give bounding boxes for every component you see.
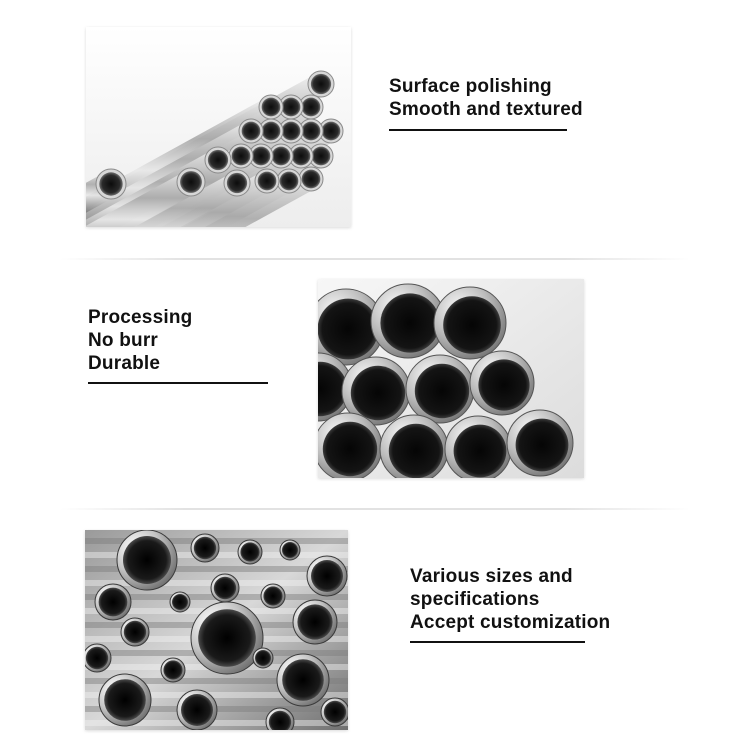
tube-hole [301, 97, 321, 117]
tube-hole [281, 97, 301, 117]
pipe-hole [163, 660, 183, 680]
pipe-hole [443, 296, 501, 354]
caption-line: Smooth and textured [389, 99, 583, 120]
tube-hole [231, 146, 251, 166]
tube-hole [281, 121, 301, 141]
tube-bundle-photo [86, 27, 351, 227]
tube-hole [301, 169, 321, 189]
pipe-hole [323, 700, 347, 724]
pipe-hole [213, 576, 237, 600]
pipe-hole [318, 298, 379, 360]
caption-line: specifications [410, 589, 540, 610]
caption-line: Accept customization [410, 612, 611, 633]
pipe-hole [172, 594, 188, 610]
caption-line: Various sizes and [410, 566, 573, 587]
pipe-hole [193, 536, 217, 560]
pipe-hole [380, 293, 440, 353]
pipe-hole [198, 609, 256, 667]
caption-line: Durable [88, 353, 161, 374]
tube-hole [311, 146, 331, 166]
tube-body [86, 168, 191, 227]
section-divider [60, 258, 690, 260]
sizes-caption: Various sizes and specifications Accept … [410, 565, 610, 634]
tube-hole [207, 149, 229, 171]
tube-hole [226, 172, 248, 194]
caption-underline [88, 382, 268, 384]
caption-line: Processing [88, 307, 193, 328]
tube-body [86, 147, 218, 227]
pipe-hole [85, 646, 109, 670]
caption-line: No burr [88, 330, 159, 351]
tube-hole [99, 172, 123, 196]
tube-hole [271, 146, 291, 166]
pipe-hole [297, 604, 333, 640]
tube-hole [261, 97, 281, 117]
tube-hole [310, 73, 332, 95]
caption-underline [389, 129, 567, 131]
pipe-hole [268, 710, 292, 730]
pipe-hole [322, 421, 378, 477]
pipe-hole [478, 359, 530, 411]
pipe-hole [318, 361, 348, 417]
pipe-hole [240, 542, 260, 562]
pipe-hole [515, 418, 569, 472]
pipe-stack-photo [318, 279, 584, 478]
pipe-hole [181, 694, 213, 726]
tube-hole [241, 121, 261, 141]
surface-caption: Surface polishing Smooth and textured [389, 75, 583, 121]
assorted-pipes-illustration [85, 530, 348, 730]
pipe-hole [255, 650, 271, 666]
pipe-hole [98, 587, 128, 617]
pipe-hole [104, 679, 146, 721]
processing-caption: Processing No burr Durable [88, 306, 192, 375]
pipe-hole [263, 586, 283, 606]
reflection-streak [85, 566, 348, 572]
tube-hole [321, 121, 341, 141]
caption-underline [410, 641, 585, 643]
reflection-streak [85, 678, 348, 684]
pipe-hole [388, 423, 444, 478]
tube-hole [291, 146, 311, 166]
tube-hole [261, 121, 281, 141]
reflection-streak [85, 692, 348, 698]
pipe-hole [123, 536, 171, 584]
assorted-pipes-photo [85, 530, 348, 730]
pipe-hole [453, 424, 507, 478]
pipe-hole [282, 542, 298, 558]
pipe-hole [350, 365, 406, 421]
tube-hole [251, 146, 271, 166]
pipe-stack-illustration [318, 279, 584, 478]
pipe-hole [282, 659, 324, 701]
tube-bundle-illustration [86, 27, 351, 227]
pipe-hole [311, 560, 343, 592]
tube-hole [279, 171, 299, 191]
section-divider [60, 508, 690, 510]
pipe-hole [123, 620, 147, 644]
tube-hole [301, 121, 321, 141]
pipe-hole [414, 363, 470, 419]
caption-line: Surface polishing [389, 76, 552, 97]
reflection-streak [85, 720, 348, 726]
tube-hole [180, 171, 202, 193]
tube-hole [257, 171, 277, 191]
